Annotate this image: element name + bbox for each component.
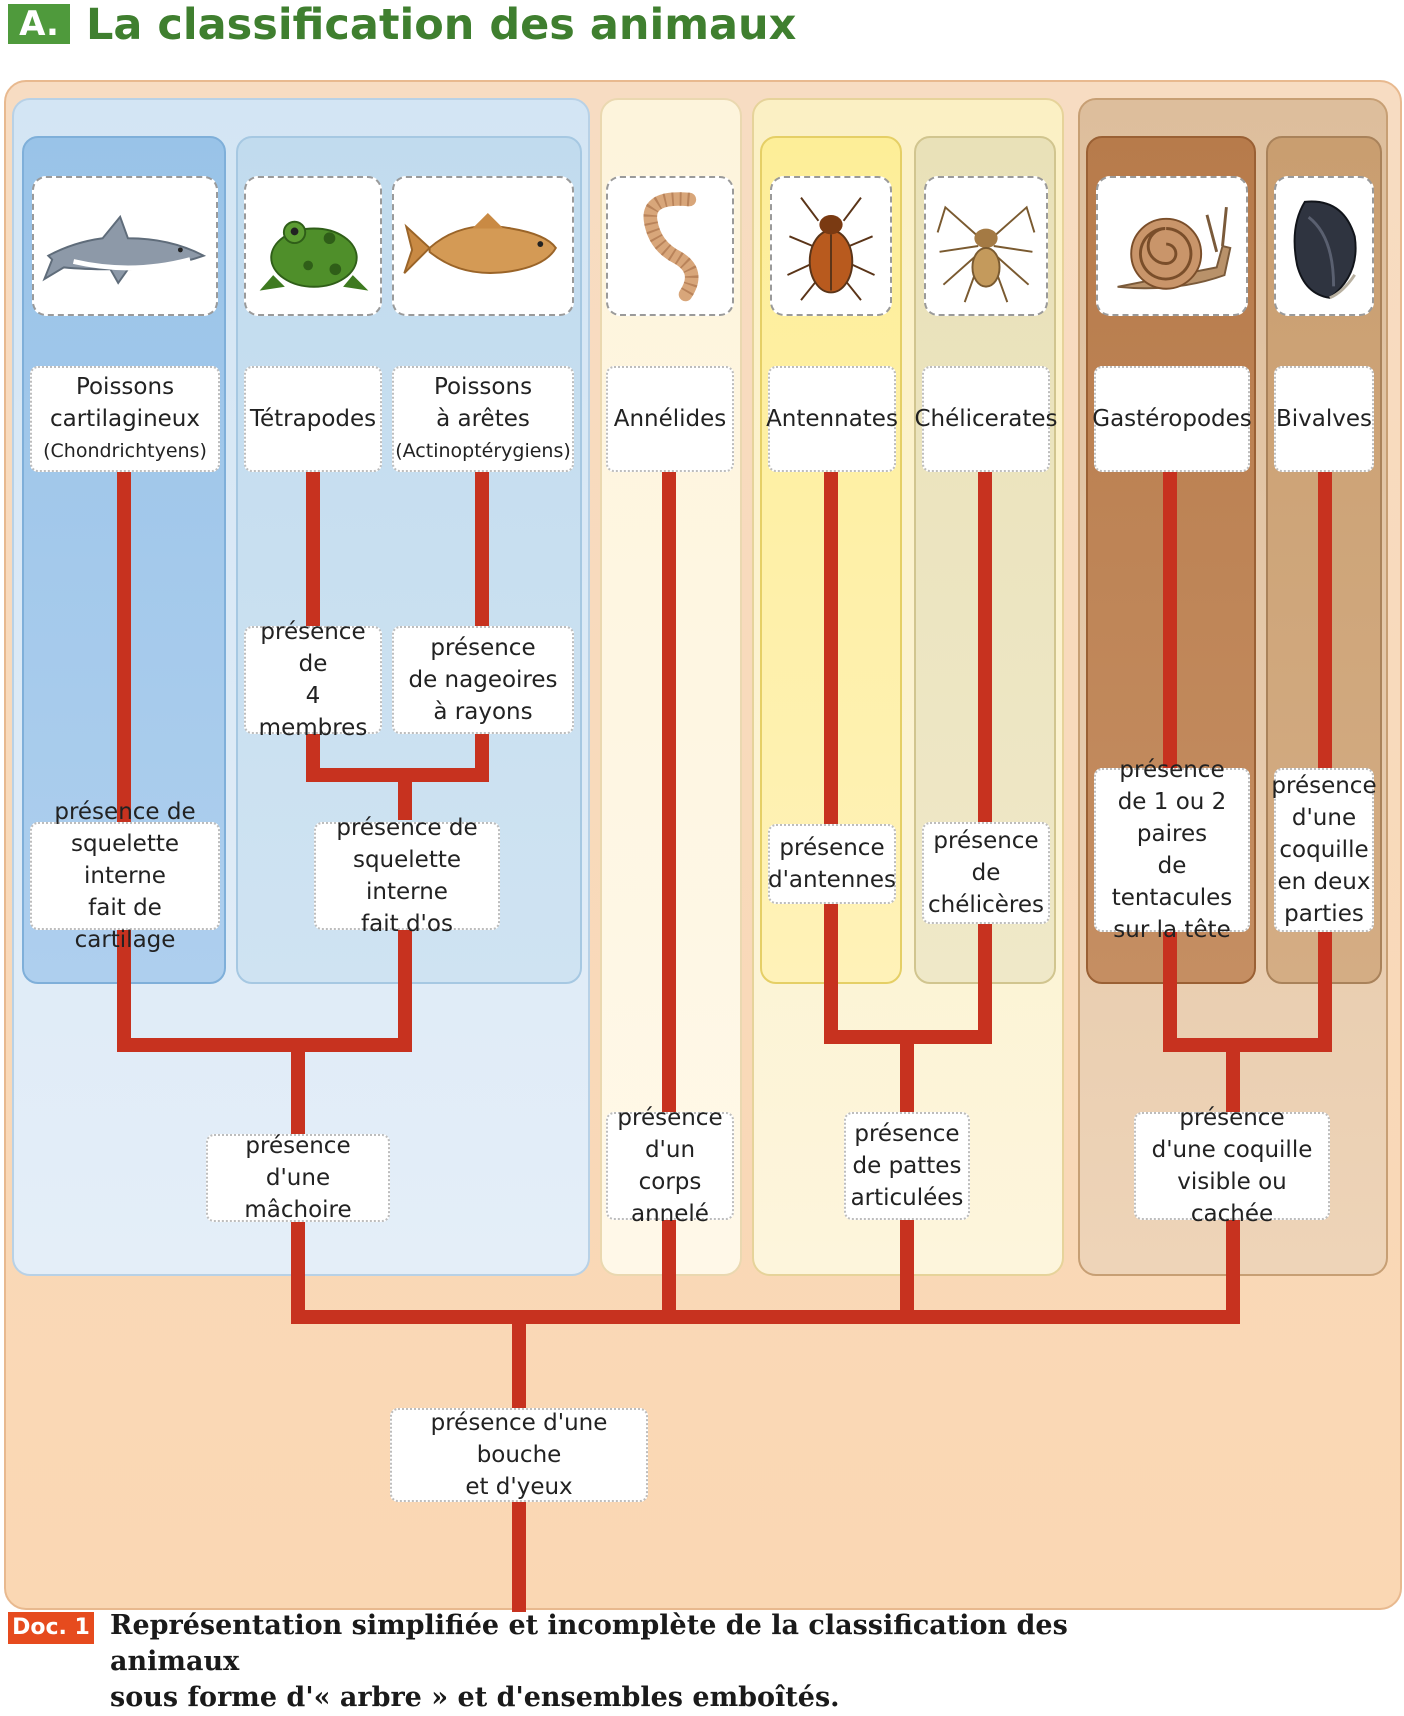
- taxon-line: Poissons: [75, 374, 175, 400]
- character-pattes-articulees: présence de pattes articulées: [844, 1112, 970, 1220]
- caption-line: Représentation simplifiée et incomplète …: [110, 1610, 1068, 1677]
- branch: [512, 1500, 526, 1612]
- character-text: présence de squelette interne fait d'os: [336, 815, 478, 937]
- frog-icon: [244, 176, 382, 316]
- taxon-text: Annélides: [613, 406, 727, 432]
- mussel-icon: [1274, 176, 1374, 316]
- branch: [398, 928, 412, 1050]
- branch: [1226, 1220, 1240, 1320]
- taxon-line: (Chondrichtyens): [43, 440, 207, 462]
- taxon-chelicerates-label: Chélicerates: [914, 366, 1058, 472]
- branch: [1163, 930, 1177, 1050]
- branch: [306, 470, 320, 630]
- page-title: La classification des animaux: [86, 0, 797, 50]
- taxon-line: cartilagineux: [49, 406, 200, 432]
- character-antennes: présence d'antennes: [768, 824, 896, 904]
- branch: [662, 1216, 676, 1320]
- taxon-text: Gastéropodes: [1092, 406, 1252, 432]
- character-bouche-yeux: présence d'une bouche et d'yeux: [390, 1408, 648, 1502]
- character-cheliceres: présence de chélicères: [922, 822, 1050, 924]
- character-text: présence d'une coquille visible ou caché…: [1151, 1105, 1313, 1227]
- doc-badge: Doc. 1: [8, 1612, 94, 1644]
- caption-line: sous forme d'« arbre » et d'ensembles em…: [110, 1682, 840, 1713]
- branch: [117, 928, 131, 1050]
- branch: [824, 902, 838, 1042]
- taxon-gasteropodes-label: Gastéropodes: [1092, 366, 1252, 472]
- taxon-text: Bivalves: [1276, 406, 1373, 432]
- branch: [1318, 930, 1332, 1050]
- branch: [978, 922, 992, 1042]
- branch: [291, 1038, 305, 1136]
- taxon-line: à arêtes: [436, 406, 530, 432]
- branch: [475, 470, 489, 630]
- branch: [662, 470, 676, 1114]
- character-text: présence d'une coquille en deux parties: [1271, 773, 1377, 927]
- branch: [306, 730, 320, 780]
- branch: [117, 1038, 412, 1052]
- branch: [1318, 470, 1332, 770]
- branch: [512, 1310, 526, 1410]
- taxon-actinopterygiens-label: Poissons à arêtes (Actinoptérygiens): [392, 366, 574, 472]
- taxon-antennates-label: Antennates: [766, 366, 898, 472]
- taxon-line: Poissons: [433, 374, 533, 400]
- branch: [117, 470, 131, 830]
- branch: [978, 470, 992, 824]
- character-text: présence d'antennes: [767, 835, 897, 893]
- character-coquille-visible: présence d'une coquille visible ou caché…: [1134, 1105, 1330, 1227]
- character-text: présence de chélicères: [927, 828, 1045, 918]
- spider-icon: [924, 176, 1048, 316]
- snail-icon: [1096, 176, 1248, 316]
- character-text: présence de 4 membres: [258, 619, 368, 741]
- character-quatre-membres: présence de 4 membres: [244, 619, 382, 741]
- character-squelette-os: présence de squelette interne fait d'os: [314, 815, 500, 937]
- branch: [1163, 470, 1177, 770]
- branch: [1163, 1038, 1332, 1052]
- character-text: présence de squelette interne fait de ca…: [54, 799, 196, 953]
- carp-icon: [392, 176, 574, 316]
- branch: [900, 1030, 914, 1114]
- taxon-text: Antennates: [766, 406, 898, 432]
- character-machoire: présence d'une mâchoire: [206, 1133, 390, 1223]
- taxon-annelides-label: Annélides: [606, 366, 734, 472]
- character-squelette-cartilage: présence de squelette interne fait de ca…: [30, 799, 220, 953]
- section-badge: A.: [8, 4, 70, 44]
- beetle-icon: [770, 176, 892, 316]
- branch: [398, 768, 412, 820]
- branch: [291, 1310, 1240, 1324]
- taxon-text: Chélicerates: [914, 406, 1058, 432]
- shark-icon: [32, 176, 218, 316]
- branch: [900, 1216, 914, 1320]
- taxon-tetrapodes-label: Tétrapodes: [244, 366, 382, 472]
- character-text: présence d'une bouche et d'yeux: [430, 1410, 608, 1500]
- character-nageoires-rayons: présence de nageoires à rayons: [392, 626, 574, 734]
- character-coquille-deux-parties: présence d'une coquille en deux parties: [1271, 768, 1377, 932]
- branch: [824, 470, 838, 824]
- character-text: présence de pattes articulées: [850, 1121, 964, 1211]
- taxon-text: Tétrapodes: [249, 406, 377, 432]
- character-text: présence de 1 ou 2 paires de tentacules …: [1111, 757, 1233, 943]
- taxon-line: (Actinoptérygiens): [395, 440, 571, 462]
- character-text: présence de nageoires à rayons: [408, 635, 558, 725]
- branch: [306, 768, 489, 782]
- character-corps-annele: présence d'un corps annelé: [606, 1105, 734, 1227]
- character-tentacules: présence de 1 ou 2 paires de tentacules …: [1094, 757, 1250, 943]
- worm-icon: [606, 176, 734, 316]
- branch: [291, 1220, 305, 1320]
- taxon-bivalves-label: Bivalves: [1274, 366, 1374, 472]
- branch: [1226, 1038, 1240, 1116]
- taxon-chondrichthyens-label: Poissons cartilagineux (Chondrichtyens): [30, 366, 220, 472]
- character-text: présence d'un corps annelé: [617, 1105, 723, 1227]
- branch: [475, 730, 489, 780]
- figure-caption: Représentation simplifiée et incomplète …: [110, 1608, 1110, 1716]
- character-text: présence d'une mâchoire: [244, 1133, 352, 1223]
